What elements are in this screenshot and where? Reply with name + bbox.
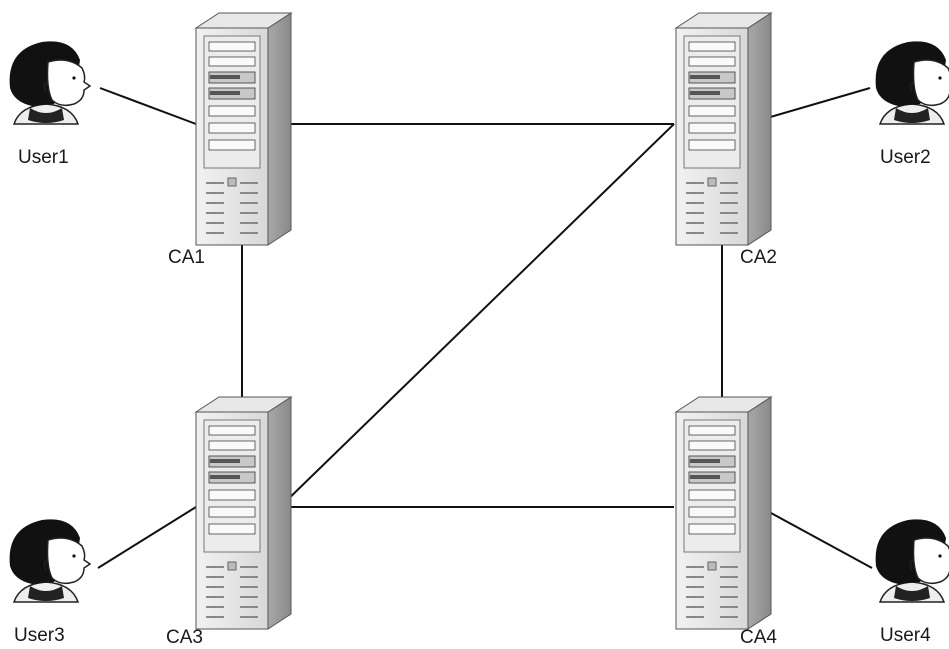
user-label-user2: User2 [880, 147, 931, 168]
server-label-ca2: CA2 [740, 247, 777, 268]
server-label-ca1: CA1 [168, 247, 205, 268]
link-lines [97, 87, 873, 569]
user-icon-user3 [8, 518, 91, 603]
user-label-user1: User1 [18, 147, 69, 168]
user-label-user3: User3 [14, 625, 65, 646]
user-icon-user4 [874, 518, 949, 603]
user-label-user4: User4 [880, 625, 931, 646]
server-label-ca4: CA4 [740, 627, 777, 648]
link-user3-ca3 [97, 506, 197, 569]
link-user2-ca2 [759, 87, 871, 121]
link-user1-ca1 [99, 87, 197, 125]
server-icon-ca2 [675, 12, 772, 246]
server-label-ca3: CA3 [166, 627, 203, 648]
link-ca3-ca2 [279, 123, 675, 508]
server-icon-ca4 [675, 396, 772, 630]
server-icon-ca3 [195, 396, 292, 630]
user-icon-user2 [874, 40, 949, 125]
link-user4-ca4 [759, 506, 873, 569]
server-icon-ca1 [195, 12, 292, 246]
user-icon-user1 [8, 40, 91, 125]
